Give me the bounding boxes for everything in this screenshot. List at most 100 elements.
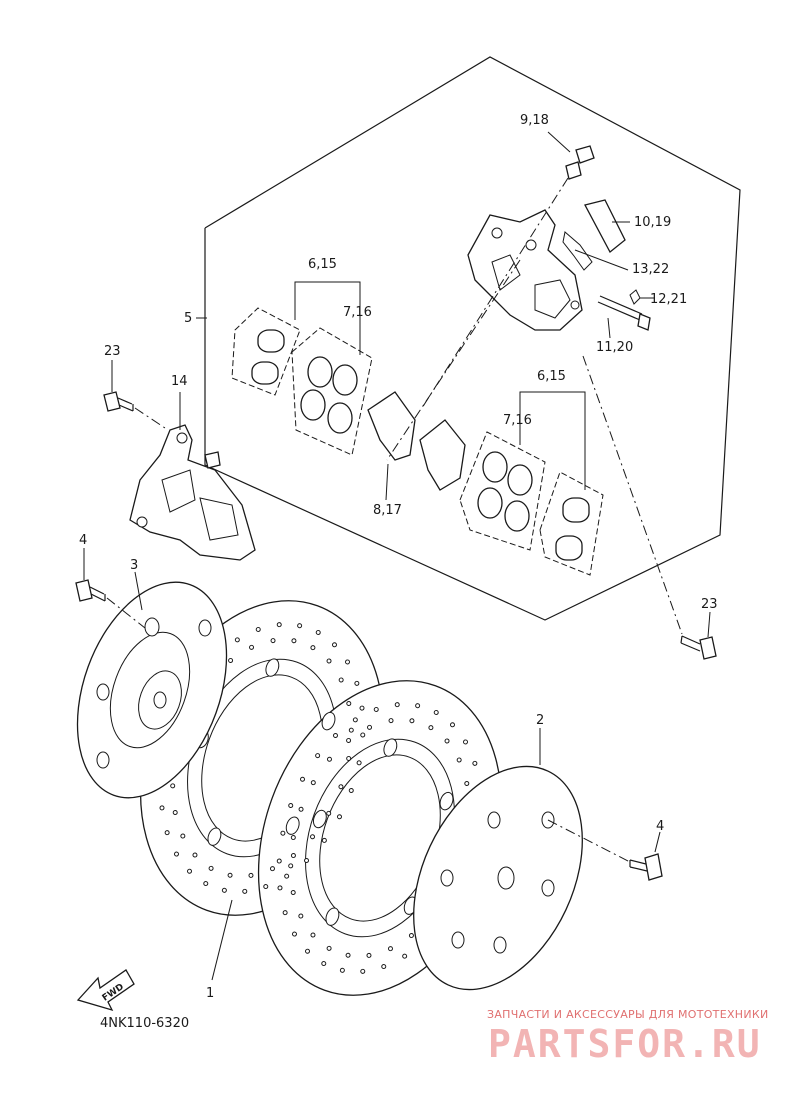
- callout-6-15-right: 6,15: [537, 369, 566, 384]
- disc-rear-vent-hole: [310, 932, 316, 938]
- disc-front-vent-hole: [338, 677, 344, 683]
- disc-cover-3: [76, 581, 228, 799]
- disc-front-vent-hole: [221, 887, 227, 893]
- disc-front-vent-hole: [321, 837, 327, 843]
- disc-front-vent-hole: [173, 851, 179, 857]
- callout-9-18: 9,18: [520, 113, 549, 128]
- disc-front-mount-hole: [265, 658, 280, 677]
- disc-front-vent-hole: [354, 680, 360, 686]
- bolt-23-top: [103, 391, 134, 412]
- disc-front-mount-hole: [207, 827, 222, 846]
- disc-rear-vent-hole: [409, 718, 415, 724]
- disc-front-vent-hole: [276, 622, 282, 628]
- leader-23-right: [707, 611, 711, 638]
- pad-pin: [562, 231, 593, 271]
- callout-3: 3: [130, 558, 138, 573]
- disc-rear-vent-hole: [300, 776, 306, 782]
- callout-7-16-left: 7,16: [343, 305, 372, 320]
- disc-rear-vent-hole: [352, 717, 358, 723]
- fwd-arrow-icon: FWD: [76, 969, 135, 1012]
- callout-10-19: 10,19: [634, 215, 671, 230]
- disc-front-vent-hole: [227, 872, 233, 878]
- disc-rear-vent-hole: [408, 933, 414, 939]
- disc-front-vent-hole: [315, 629, 321, 635]
- disc-front-vent-hole: [348, 787, 354, 793]
- disc-rear-vent-hole: [290, 890, 296, 896]
- disc-rear-mount-hole: [325, 907, 340, 926]
- disc-front-vent-hole: [263, 884, 269, 890]
- axis-line-pads: [386, 259, 521, 461]
- bolt-23-right: [680, 635, 717, 660]
- disc-rear-vent-hole: [276, 858, 282, 864]
- brake-pad-right: [419, 419, 466, 491]
- disc-rear-vent-hole: [315, 753, 321, 759]
- disc-front-vent-hole: [356, 760, 362, 766]
- bolt-4-left: [75, 579, 106, 602]
- disc-rear-vent-hole: [304, 948, 310, 954]
- disc-rear-vent-hole: [428, 725, 434, 731]
- disc-front-vent-hole: [170, 783, 176, 789]
- disc-rear-vent-hole: [345, 952, 351, 958]
- disc-rear-vent-hole: [326, 756, 332, 762]
- disc-front-vent-hole: [346, 700, 352, 706]
- disc-front-vent-hole: [249, 644, 255, 650]
- disc-rear-vent-hole: [373, 706, 379, 712]
- disc-front-vent-hole: [338, 784, 344, 790]
- callout-4-right: 4: [656, 819, 664, 834]
- disc-rear-mount-hole: [312, 809, 327, 829]
- watermark-tagline: ЗАПЧАСТИ И АКСЕССУАРЫ ДЛЯ МОТОТЕХНИКИ: [487, 1008, 769, 1021]
- pad-pin-long: [597, 289, 651, 331]
- bleed-screw: [565, 145, 595, 180]
- watermark-logo: PARTSFOR.RU: [488, 1022, 762, 1066]
- disc-rear-vent-hole: [346, 737, 352, 743]
- axis-line-bolt4-left: [106, 597, 146, 629]
- disc-rear-vent-hole: [463, 739, 469, 745]
- callout-11-20: 11,20: [596, 340, 633, 355]
- callout-4-left: 4: [79, 533, 87, 548]
- disc-front-vent-hole: [180, 833, 186, 839]
- disc-rear-vent-hole: [444, 738, 450, 744]
- leader-9-18: [547, 131, 571, 153]
- disc-rear-vent-hole: [402, 953, 408, 959]
- disc-front-vent-hole: [255, 626, 261, 632]
- disc-front-vent-hole: [290, 853, 296, 859]
- disc-rear-vent-hole: [464, 780, 470, 786]
- disc-rear-mount-hole: [439, 791, 454, 811]
- disc-front-mount-hole: [321, 711, 336, 731]
- left-kit-group: [231, 307, 373, 456]
- disc-rear-vent-hole: [415, 703, 421, 709]
- disc-rear-vent-hole: [291, 931, 297, 937]
- disc-rear-vent-hole: [450, 722, 456, 728]
- left-caliper: [129, 424, 256, 561]
- axis-line-bolt23-top: [134, 407, 169, 431]
- disc-rear-vent-hole: [394, 702, 400, 708]
- callout-7-16-right: 7,16: [503, 413, 532, 428]
- disc-front-vent-hole: [186, 868, 192, 874]
- disc-front-vent-hole: [345, 659, 351, 665]
- leader-8-17: [385, 463, 389, 501]
- disc-rear-vent-hole: [381, 964, 387, 970]
- disc-front-vent-hole: [310, 834, 316, 840]
- assembly-box-outline: [204, 56, 741, 621]
- callout-2: 2: [536, 713, 544, 728]
- leader-13-22: [574, 249, 629, 271]
- disc-front-vent-hole: [164, 830, 170, 836]
- disc-front-vent-hole: [297, 623, 303, 629]
- disc-front-vent-hole: [172, 810, 178, 816]
- disc-rear-vent-hole: [456, 757, 462, 763]
- pad-spring-clip: [584, 199, 626, 253]
- disc-front-vent-hole: [159, 805, 165, 811]
- disc-rear-mount-hole: [383, 738, 398, 757]
- disc-rear-vent-hole: [366, 952, 372, 958]
- disc-rear-vent-hole: [433, 709, 439, 715]
- caliper-body-box: [467, 209, 583, 331]
- disc-rear-vent-hole: [282, 910, 288, 916]
- disc-front-vent-hole: [228, 657, 234, 663]
- disc-front-vent-hole: [234, 637, 240, 643]
- disc-front-vent-hole: [360, 732, 366, 738]
- disc-front-vent-hole: [348, 727, 354, 733]
- disc-rear-vent-hole: [288, 863, 294, 869]
- disc-cover-2: [413, 765, 583, 991]
- disc-rear-vent-hole: [280, 830, 286, 836]
- disc-front-vent-hole: [346, 755, 352, 761]
